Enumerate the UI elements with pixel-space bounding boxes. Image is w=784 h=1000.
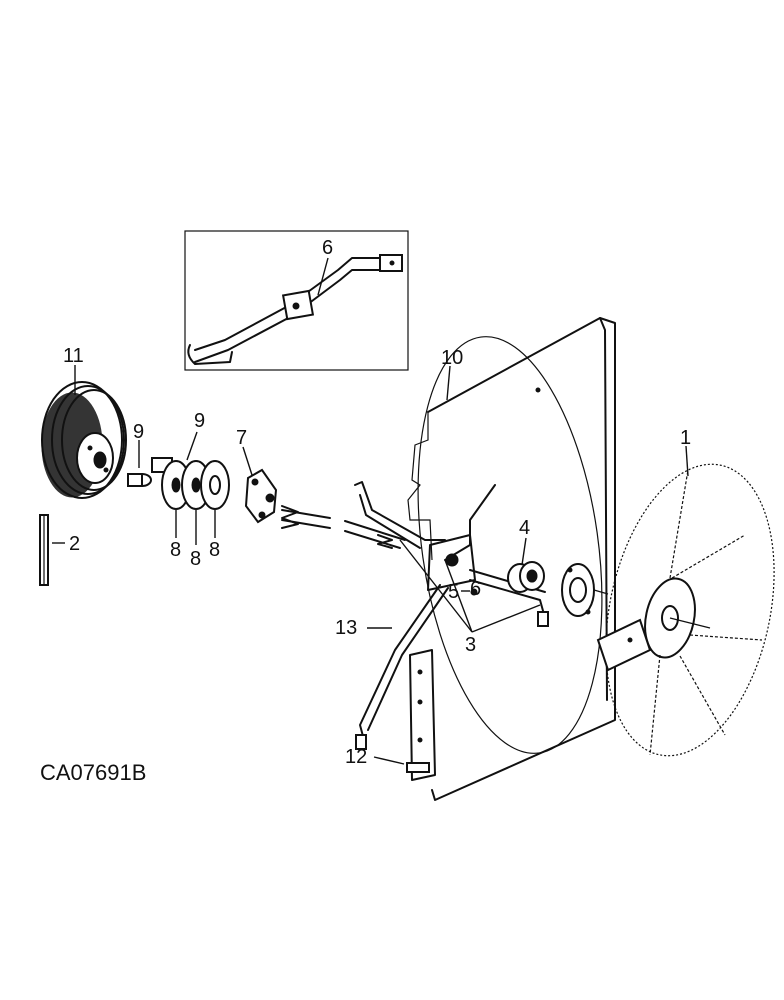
shaft — [281, 505, 406, 549]
inset-detail-box — [184, 230, 409, 371]
callout-12: 12 — [345, 746, 367, 768]
callout-8c: 8 — [209, 539, 220, 561]
callout-8a: 8 — [170, 539, 181, 561]
callout-1: 1 — [680, 427, 691, 449]
callout-6-main: 6 — [470, 578, 481, 600]
fan-shroud — [407, 317, 616, 801]
callout-11: 11 — [63, 345, 84, 367]
part-12-clip — [406, 762, 430, 773]
callout-2: 2 — [69, 533, 80, 555]
callout-5: 5 — [448, 581, 459, 603]
drawing-code: CA07691B — [40, 760, 146, 785]
fan-blade — [596, 463, 775, 757]
callout-13: 13 — [335, 617, 357, 639]
pulley — [41, 381, 127, 499]
plates — [161, 460, 230, 510]
bracket — [244, 468, 278, 524]
callout-4: 4 — [519, 517, 530, 539]
callout-9a: 9 — [133, 421, 144, 443]
callout-3: 3 — [465, 634, 476, 656]
leader-lines — [52, 257, 689, 765]
fan-hub — [561, 563, 609, 617]
callout-7: 7 — [236, 427, 247, 449]
callout-10: 10 — [441, 347, 463, 369]
callout-8b: 8 — [190, 548, 201, 570]
callout-6-inset: 6 — [322, 237, 333, 259]
bearing — [507, 561, 545, 593]
callout-9b: 9 — [194, 410, 205, 432]
support-braces — [354, 481, 549, 750]
